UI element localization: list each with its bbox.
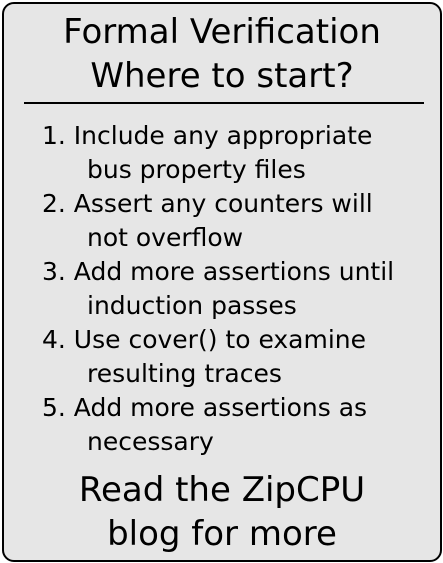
step-item-1: 1. Include any appropriate bus property … [42, 119, 438, 187]
steps-list: 1. Include any appropriate bus property … [42, 119, 438, 459]
step-2-line-1: 2. Assert any counters will [42, 189, 373, 218]
card-footer: Read the ZipCPU blog for more [4, 468, 440, 556]
step-3-line-1: 3. Add more assertions until [42, 257, 395, 286]
step-5-line-1: 5. Add more assertions as [42, 393, 368, 422]
card-title: Formal Verification Where to start? [4, 10, 440, 98]
step-4-line-2: resulting traces [87, 359, 282, 388]
title-line-2: Where to start? [90, 56, 354, 96]
step-1-line-1: 1. Include any appropriate [42, 121, 373, 150]
step-2-line-2: not overflow [87, 223, 244, 252]
step-1-line-2: bus property files [87, 155, 306, 184]
step-item-3: 3. Add more assertions until induction p… [42, 255, 438, 323]
step-3-line-2: induction passes [87, 291, 297, 320]
step-4-line-1: 4. Use cover() to examine [42, 325, 367, 354]
title-divider [24, 102, 424, 104]
step-item-4: 4. Use cover() to examine resulting trac… [42, 323, 438, 391]
step-item-5: 5. Add more assertions as necessary [42, 391, 438, 459]
footer-line-1: Read the ZipCPU [78, 470, 366, 510]
step-item-2: 2. Assert any counters will not overflow [42, 187, 438, 255]
step-5-line-2: necessary [87, 427, 214, 456]
title-line-1: Formal Verification [63, 12, 381, 52]
footer-line-2: blog for more [107, 514, 337, 554]
